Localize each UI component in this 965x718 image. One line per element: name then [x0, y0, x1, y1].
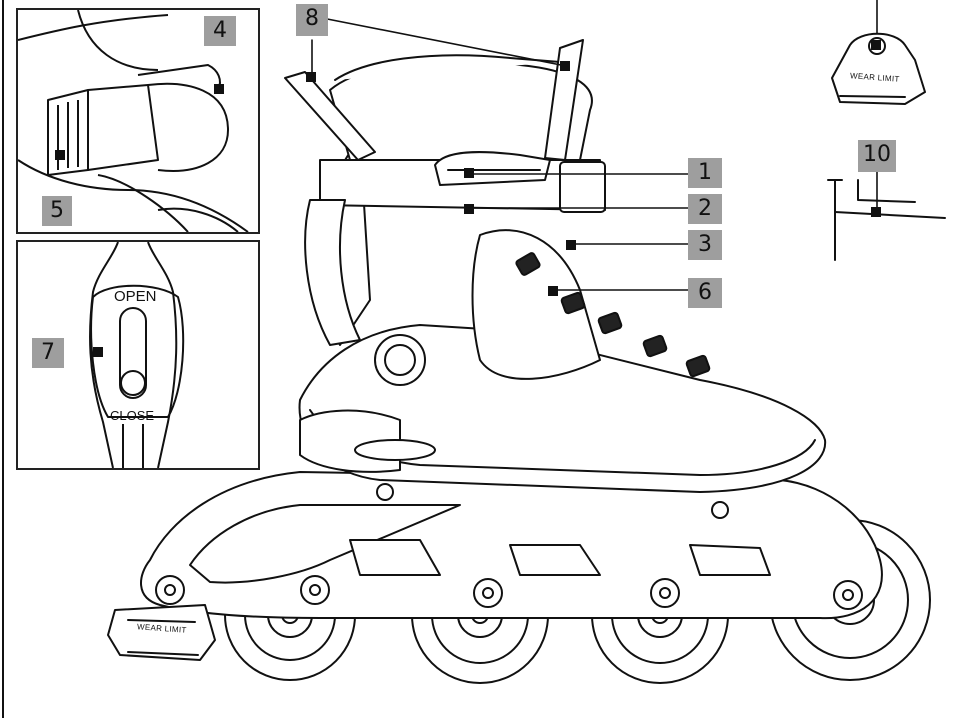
- callout-10: 10: [858, 140, 896, 172]
- inset-buckle-detail: 4 5: [16, 8, 260, 234]
- callout-3: 3: [688, 230, 722, 260]
- lever-close-label: CLOSE: [110, 408, 155, 423]
- callout-4: 4: [204, 16, 236, 46]
- callout-7: 7: [32, 338, 64, 368]
- callout-1: 1: [688, 158, 722, 188]
- callout-5: 5: [42, 196, 72, 226]
- callout-6: 6: [688, 278, 722, 308]
- callout-8: 8: [296, 4, 328, 36]
- heel-brake: [107, 604, 216, 661]
- lace-loops: [515, 252, 711, 378]
- hex-key-10: [827, 179, 946, 261]
- inset-lever-detail: OPEN CLOSE 7: [16, 240, 260, 470]
- lever-open-label: OPEN: [114, 288, 157, 305]
- inset-lever-art: [89, 242, 185, 468]
- callout-2: 2: [688, 194, 722, 224]
- callout-markers: [306, 40, 881, 296]
- frame: [140, 471, 883, 620]
- inset-buckle-art: [18, 10, 249, 232]
- power-strap-8: [284, 39, 584, 161]
